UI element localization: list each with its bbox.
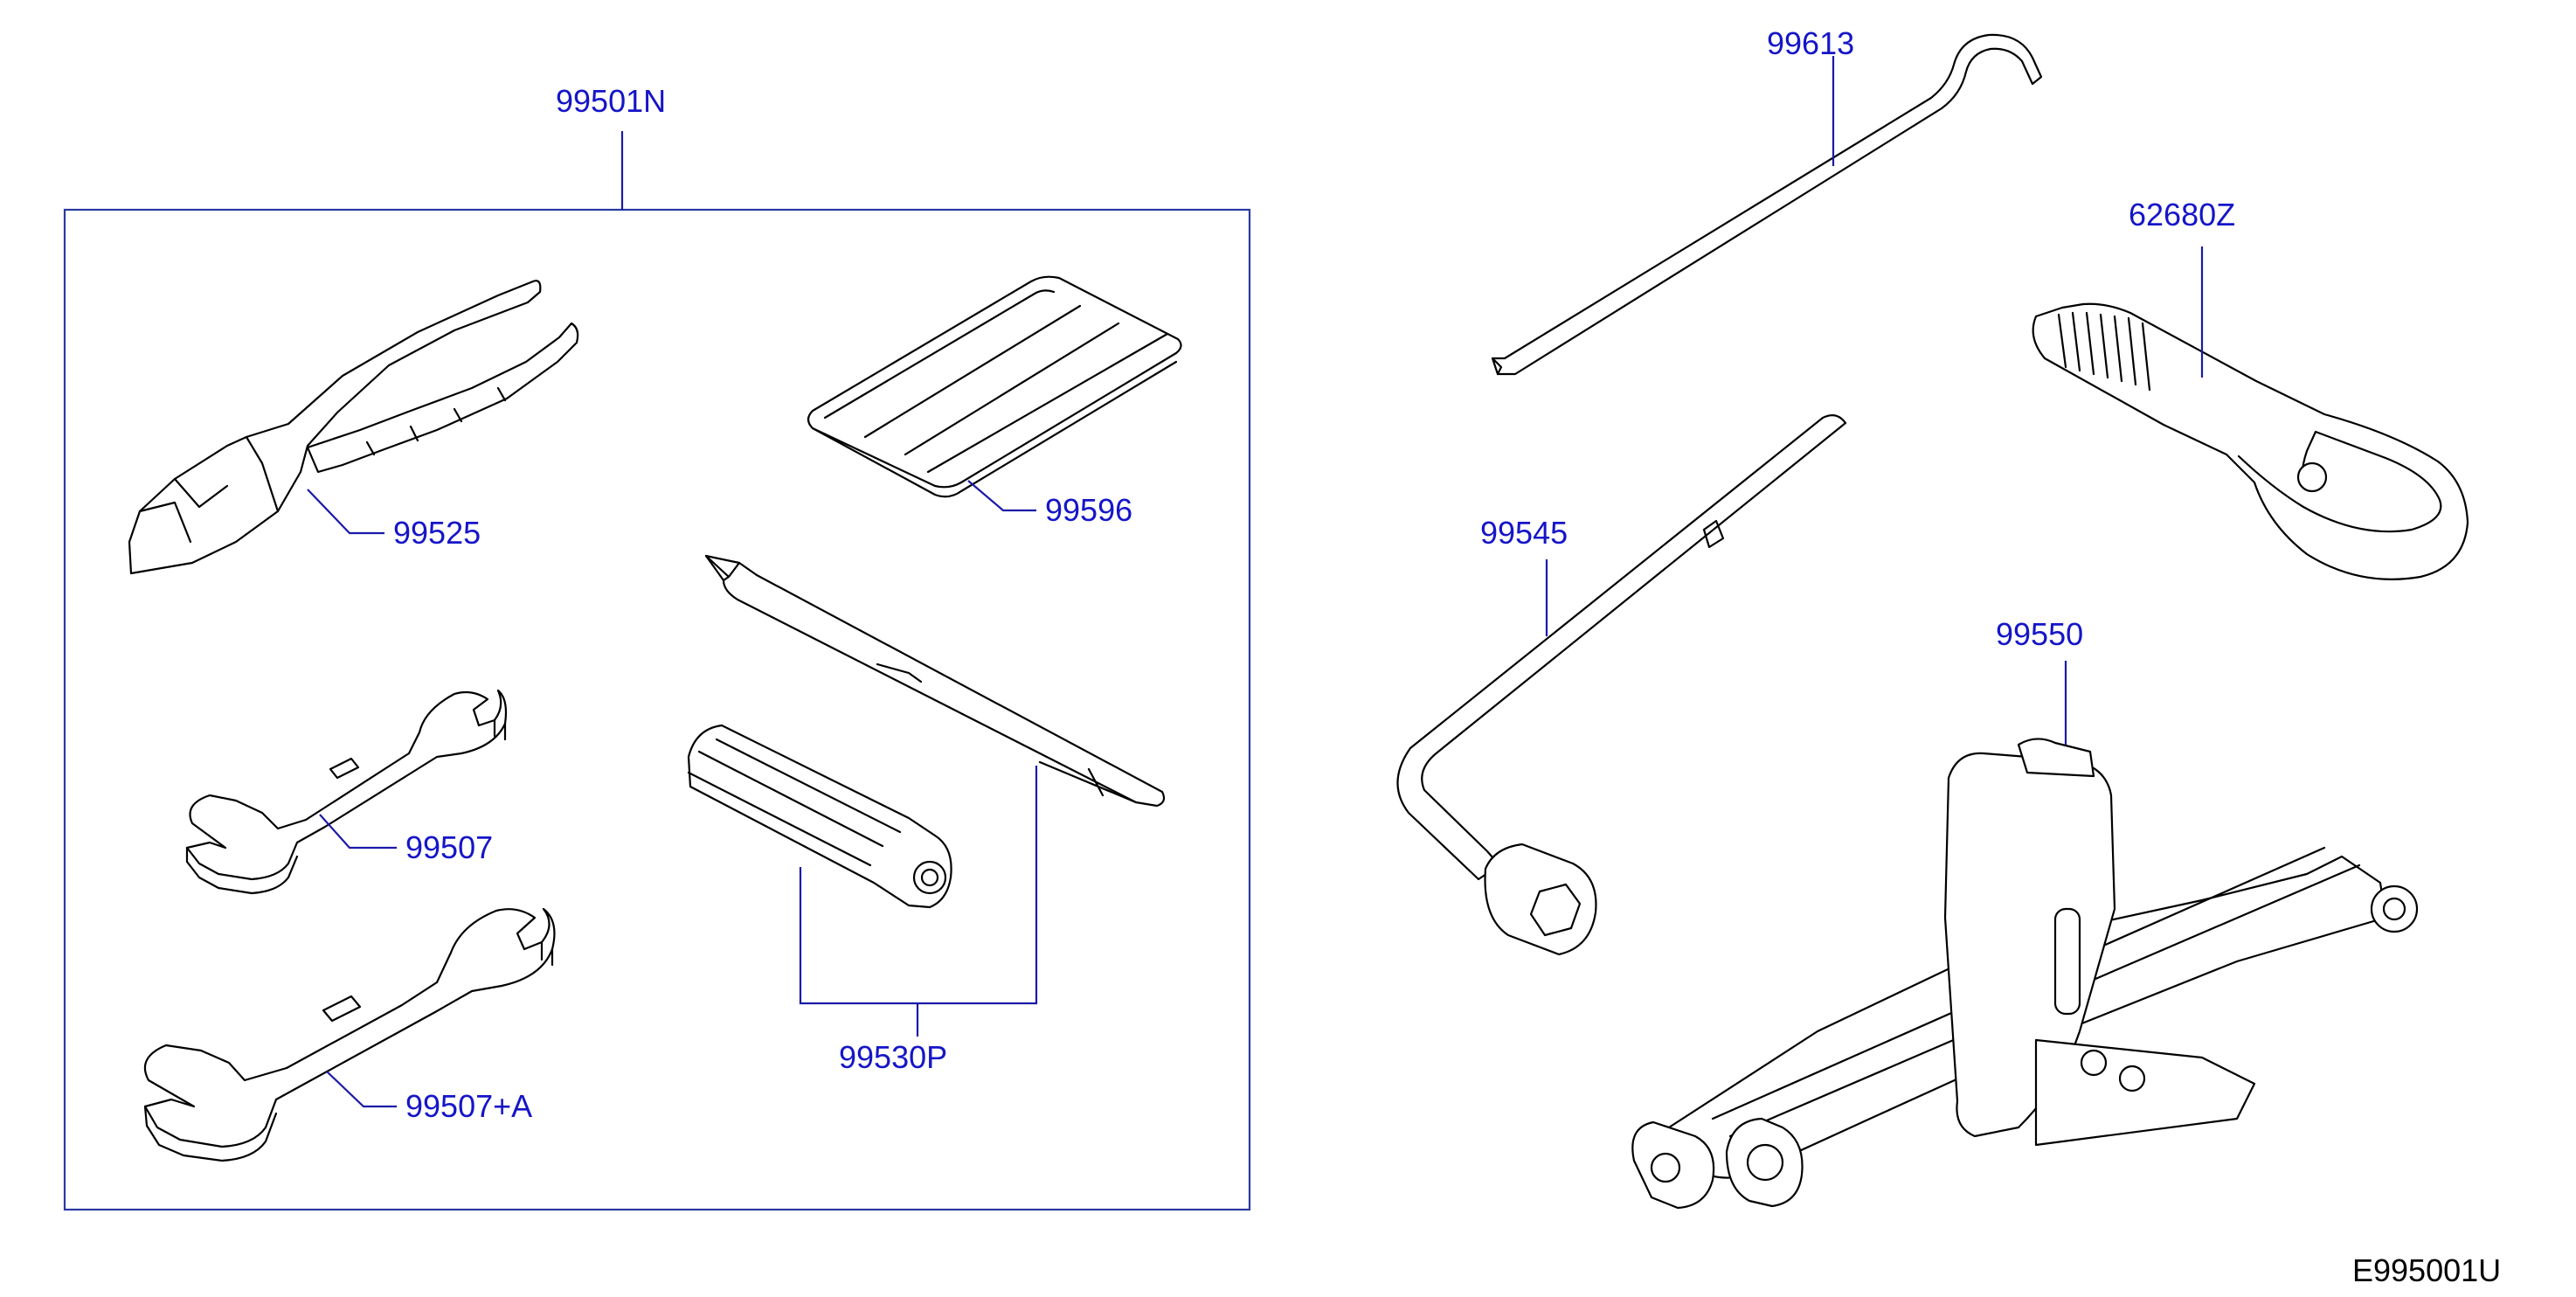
large-spanner-illustration: [143, 907, 556, 1162]
jack-label[interactable]: 99550: [1996, 616, 2083, 652]
kit-group: 99501N: [63, 83, 1251, 1211]
tow-hook-label[interactable]: 62680Z: [2129, 197, 2235, 232]
small-spanner-label[interactable]: 99507: [405, 829, 493, 865]
kit-label[interactable]: 99501N: [556, 83, 666, 119]
screwdriver-set-label[interactable]: 99530P: [839, 1039, 947, 1075]
wheel-wrench-label[interactable]: 99545: [1480, 515, 1568, 551]
wheel-wrench-illustration: [1396, 413, 1847, 956]
hook-bag-label[interactable]: 99596: [1045, 492, 1132, 528]
pliers-leader: [307, 489, 384, 535]
pliers-label[interactable]: 99525: [393, 515, 481, 551]
bit-holder-illustration: [687, 724, 952, 909]
pliers-illustration: [128, 280, 579, 575]
figure-ref: E995001U: [2352, 1252, 2501, 1288]
jack-illustration: [1631, 738, 2419, 1210]
large-spanner-label[interactable]: 99507+A: [405, 1088, 532, 1124]
tow-hook-illustration: [2032, 302, 2469, 580]
large-spanner-leader: [326, 1071, 397, 1108]
jack-handle-rod-label[interactable]: 99613: [1767, 25, 1854, 61]
hook-bag-leader: [967, 480, 1036, 512]
kit-box: [63, 208, 1251, 1211]
small-spanner-illustration: [185, 689, 508, 895]
small-spanner-leader: [319, 814, 397, 850]
jack-handle-rod-illustration: [1491, 33, 2043, 376]
hook-bag-illustration: [807, 275, 1182, 498]
screwdriver-illustration: [704, 554, 1166, 808]
